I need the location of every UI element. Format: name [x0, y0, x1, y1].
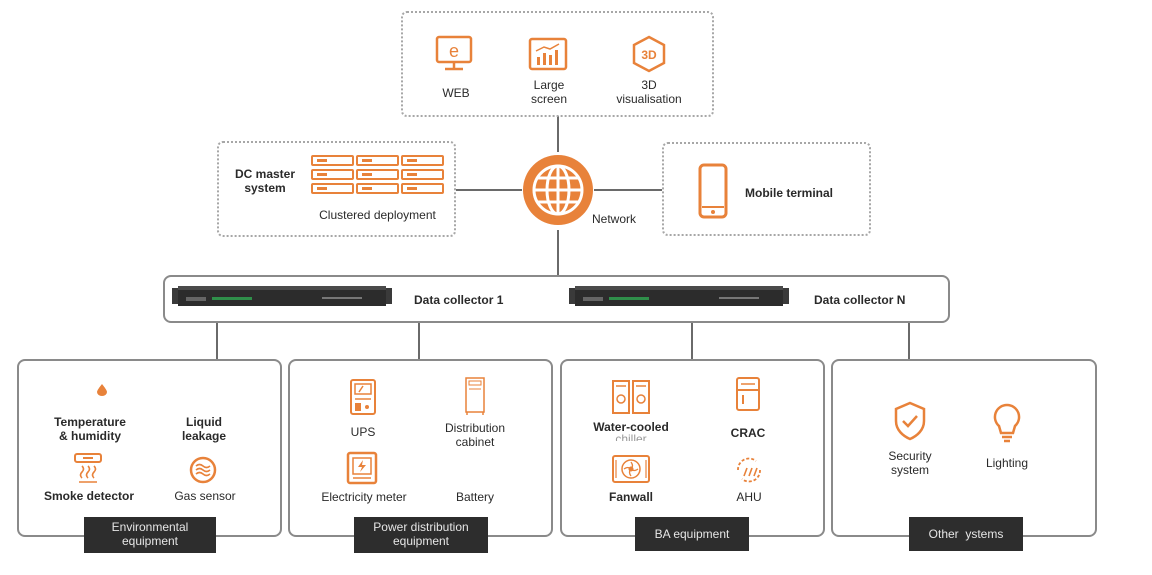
3d-label-1: 3D [641, 78, 657, 92]
ba-tag: BA equipment [635, 517, 749, 551]
connector-top [557, 116, 559, 152]
svg-text:3D: 3D [641, 48, 657, 62]
cabinet-label-1: Distribution [444, 421, 506, 435]
meter-label: Electricity meter [321, 490, 407, 504]
ahu-label: AHU [736, 490, 762, 504]
svg-text:e: e [449, 41, 459, 61]
network-label: Network [591, 212, 636, 226]
gas-sensor-icon [189, 456, 217, 484]
connector-power [418, 322, 420, 360]
smartphone-icon [698, 163, 728, 219]
connector-env [216, 322, 218, 360]
smoke-label: Smoke detector [43, 489, 135, 503]
liquid-label-2: leakage [181, 429, 227, 443]
large-screen-label-2: screen [530, 92, 568, 106]
other-tag: Other ystems [909, 517, 1023, 551]
connector-ba [691, 322, 693, 360]
ahu-icon [734, 456, 764, 484]
large-screen-label-1: Large [533, 78, 565, 92]
electricity-meter-icon [346, 451, 378, 485]
master-label-2: system [244, 181, 286, 195]
security-label-2: system [890, 463, 929, 477]
master-label-1: DC master [234, 167, 296, 181]
3d-cube-icon: 3D [630, 35, 668, 73]
chiller-label-2: chiller [615, 432, 647, 441]
other-tag-line: Other ystems [928, 527, 1004, 541]
collector-1-label: Data collector 1 [414, 293, 504, 307]
mobile-label: Mobile terminal [745, 186, 834, 200]
crac-label: CRAC [730, 426, 766, 440]
fanwall-icon [611, 454, 651, 484]
connector-mobile [594, 189, 662, 191]
power-tag-line-1: Power distribution [373, 520, 469, 534]
environmental-box [17, 359, 282, 537]
other-box [831, 359, 1097, 537]
power-tag-line-2: equipment [392, 534, 450, 548]
light-bulb-icon [993, 403, 1021, 445]
lighting-label: Lighting [985, 456, 1029, 470]
smoke-detector-icon [73, 452, 103, 484]
clients-box [401, 11, 714, 117]
fanwall-label: Fanwall [608, 490, 653, 504]
ups-icon [349, 378, 377, 416]
connector-other [908, 322, 910, 360]
battery-label: Battery [455, 490, 494, 504]
environmental-tag: Environmental equipment [84, 517, 216, 553]
master-box [217, 141, 456, 237]
gas-label: Gas sensor [174, 489, 236, 503]
cabinet-label-2: cabinet [455, 435, 495, 449]
environmental-tag-line-1: Environmental [111, 520, 189, 534]
crac-icon [735, 376, 761, 412]
connector-collectors [557, 230, 559, 276]
security-label-1: Security [888, 449, 932, 463]
3d-label-2: visualisation [616, 92, 682, 106]
ba-tag-line: BA equipment [654, 527, 730, 541]
web-browser-icon: e [434, 34, 474, 72]
water-drop-icon [97, 384, 107, 396]
environmental-tag-line-2: equipment [121, 534, 179, 548]
ups-label: UPS [350, 425, 376, 439]
liquid-label-1: Liquid [186, 415, 222, 429]
temp-label-1: Temperature [54, 415, 126, 429]
deployment-label: Clustered deployment [319, 208, 436, 222]
temp-label-2: & humidity [59, 429, 121, 443]
collector-n-label: Data collector N [814, 293, 906, 307]
web-label: WEB [442, 86, 470, 100]
connector-master [456, 189, 522, 191]
rack-device-icon-n [569, 285, 789, 309]
shield-check-icon [893, 401, 927, 441]
power-tag: Power distribution equipment [354, 517, 488, 553]
server-cluster-icon [311, 155, 445, 195]
bar-chart-screen-icon [528, 37, 568, 71]
rack-device-icon-1 [172, 285, 392, 309]
chiller-icon [611, 379, 651, 415]
chiller-label-1: Water-cooled [593, 420, 669, 434]
globe-icon [520, 152, 596, 228]
mobile-box [662, 142, 871, 236]
cabinet-icon [464, 376, 486, 416]
ba-box [560, 359, 825, 537]
